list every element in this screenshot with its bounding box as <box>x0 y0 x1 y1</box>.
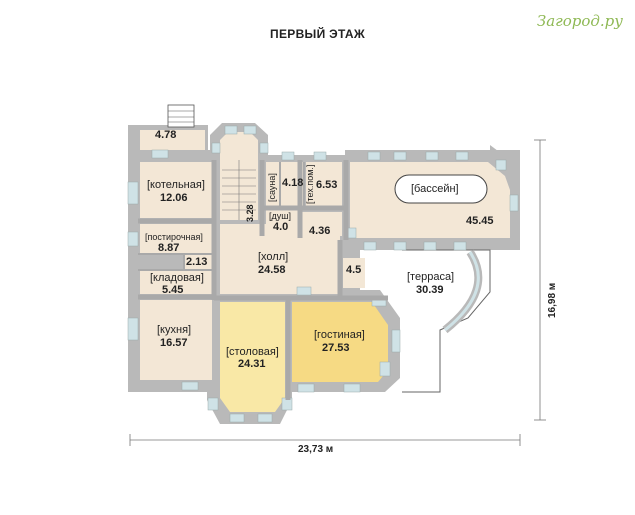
porch-area: 4.78 <box>155 129 177 141</box>
kitchen-room <box>140 300 212 380</box>
small-pantry-room <box>184 254 212 270</box>
storage-area: 5.45 <box>162 284 184 296</box>
laundry-room <box>140 224 212 254</box>
pool-basin <box>394 174 488 204</box>
terrace-label: [терраса] <box>407 271 455 283</box>
depth-dimension: 16,98 м <box>547 282 558 318</box>
thin-partitions <box>138 162 305 271</box>
page-title: ПЕРВЫЙ ЭТАЖ <box>270 27 365 41</box>
shower-label: [душ] <box>269 211 291 221</box>
sauna-area: 4.18 <box>282 177 304 189</box>
porch-stairs <box>167 104 195 128</box>
corridor-room <box>302 212 342 236</box>
stair-area: 3.28 <box>245 204 255 222</box>
laundry-area: 8.87 <box>158 242 180 254</box>
dining-room <box>220 302 285 412</box>
dining-label: [столовая] <box>226 346 279 358</box>
tech-area: 6.53 <box>316 179 338 191</box>
living-area: 27.53 <box>322 342 350 354</box>
site-logo: Загород.ру <box>536 12 623 30</box>
laundry-label: [постирочная] <box>145 232 203 242</box>
storage-room <box>140 270 212 294</box>
sauna-label: [сауна] <box>267 173 277 202</box>
kitchen-area: 16.57 <box>160 337 188 349</box>
hall-label: [холл] <box>258 251 289 263</box>
tech-room <box>306 162 342 207</box>
pool-area: 45.45 <box>466 215 494 227</box>
living-label: [гостиная] <box>314 329 365 341</box>
vestibule-area: 4.5 <box>346 264 362 276</box>
sauna-room <box>266 162 279 207</box>
shower-room <box>266 210 298 234</box>
storage-label: [кладовая] <box>150 272 204 284</box>
room-fills <box>140 130 510 412</box>
corridor-area: 4.36 <box>309 225 331 237</box>
boiler-area: 12.06 <box>160 192 188 204</box>
dining-area: 24.31 <box>238 358 266 370</box>
shower-area: 4.0 <box>273 221 289 233</box>
boiler-label: [котельная] <box>147 179 205 191</box>
dimension-lines <box>129 139 546 446</box>
living-room <box>292 302 388 382</box>
tech-label: [тех.пом.] <box>305 164 315 204</box>
small-pantry-area: 2.13 <box>186 256 208 268</box>
vestibule-room <box>343 258 365 288</box>
pool-label: [бассейн] <box>411 183 459 195</box>
hall-area: 24.58 <box>258 264 286 276</box>
kitchen-label: [кухня] <box>157 324 192 336</box>
boiler-room <box>140 162 212 218</box>
porch-room <box>140 130 205 150</box>
stair-steps <box>222 160 256 220</box>
terrace <box>402 249 491 393</box>
terrace-area: 30.39 <box>416 284 444 296</box>
windows <box>127 125 519 423</box>
width-dimension: 23,73 м <box>298 444 334 455</box>
